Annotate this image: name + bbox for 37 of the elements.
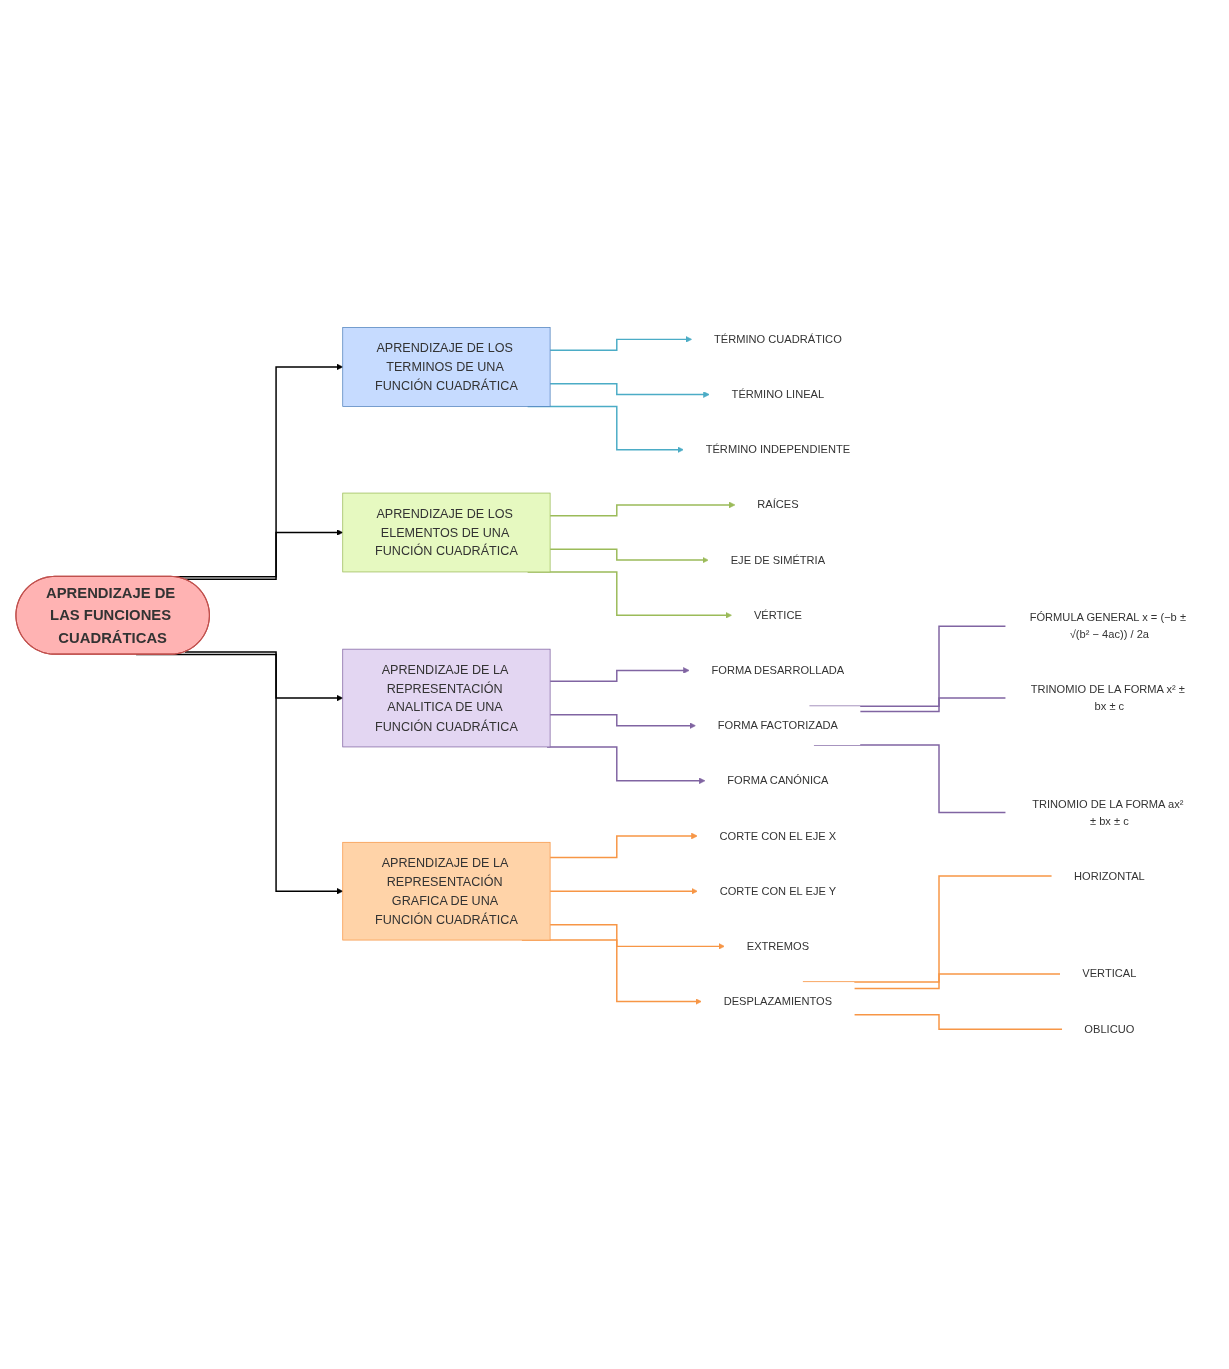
node-text: TRINOMIO DE LA FORMA ax² ± bx ± c [1032, 797, 1184, 827]
node-text: TÉRMINO INDEPENDIENTE [705, 443, 851, 456]
arrow [549, 383, 710, 399]
arrow [549, 501, 736, 517]
arrow [549, 924, 725, 950]
arrow [549, 833, 698, 859]
node-box: APRENDIZAJE DE LOS ELEMENTOS DE UNA FUNCIÓN CUADRÁTICA [342, 492, 551, 573]
node-text: FÓRMULA GENERAL x = (−b ± √(b² − 4ac)) / 2a [1029, 611, 1186, 641]
node-text: HORIZONTAL [1073, 869, 1145, 883]
connector [859, 697, 1007, 713]
node-box: APRENDIZAJE DE LA REPRESENTACIÓN GRAFICA DE UNA FUNCIÓN CUADRÁTICA [342, 842, 551, 941]
node-text: EXTREMOS [746, 939, 810, 953]
node-box: APRENDIZAJE DE LA REPRESENTACIÓN ANALITICA DE UNA FUNCIÓN CUADRÁTICA [342, 649, 551, 748]
arrow [549, 888, 698, 895]
connector [802, 875, 1053, 984]
node-text: VERTICAL [1082, 967, 1137, 980]
node-text: TÉRMINO CUADRÁTICO [714, 332, 842, 346]
arrow [549, 336, 693, 352]
node-text: FORMA DESARROLLADA [711, 663, 845, 677]
node-text: OBLICUO [1084, 1022, 1135, 1036]
node-text: FORMA CANÓNICA [727, 774, 829, 787]
node-text: CORTE CON EL EJE X [719, 829, 837, 842]
arrow [549, 548, 709, 564]
node-text: TRINOMIO DE LA FORMA x² ± bx ± c [1030, 683, 1185, 713]
node-text: CORTE CON EL EJE Y [719, 884, 837, 898]
node-text: RAÍCES [757, 498, 799, 511]
arrow [549, 714, 696, 730]
node-text: VÉRTICE [753, 608, 802, 622]
connector [808, 625, 1007, 708]
arrow [184, 651, 344, 702]
connector [853, 1014, 1063, 1031]
node-text: EJE DE SIMÉTRIA [730, 553, 826, 567]
node-box: APRENDIZAJE DE LOS TERMINOS DE UNA FUNCIÓN CUADRÁTICA [342, 327, 551, 407]
connector [853, 973, 1061, 990]
arrow [184, 529, 344, 581]
node-text: TÉRMINO LINEAL [731, 387, 825, 401]
arrow [549, 667, 690, 683]
